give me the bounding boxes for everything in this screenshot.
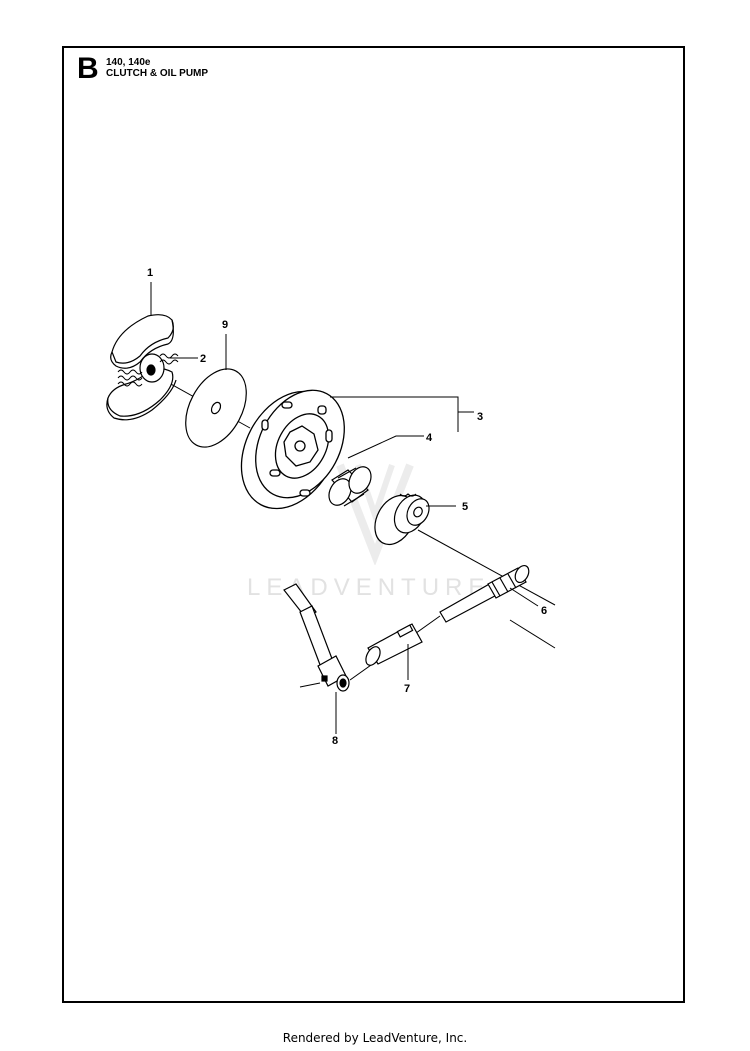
diagram-title: CLUTCH & OIL PUMP bbox=[106, 68, 209, 79]
washer-icon bbox=[185, 368, 247, 448]
callout-5: 5 bbox=[462, 501, 468, 513]
callout-9: 9 bbox=[222, 319, 228, 331]
watermark-text: LEADVENTURE bbox=[247, 574, 491, 601]
spring-icon bbox=[117, 353, 179, 387]
callout-7: 7 bbox=[404, 683, 410, 695]
clutch-shoe-icon bbox=[106, 314, 177, 421]
callout-4: 4 bbox=[426, 432, 433, 444]
callout-2: 2 bbox=[200, 353, 206, 365]
callout-8: 8 bbox=[332, 735, 338, 747]
oil-pump-drive-icon bbox=[374, 493, 430, 546]
adjuster-lever-icon bbox=[283, 583, 350, 692]
needle-bearing-icon bbox=[328, 466, 372, 507]
diagram-frame bbox=[62, 46, 685, 1003]
callout-1: 1 bbox=[147, 267, 153, 279]
callout-6: 6 bbox=[541, 605, 547, 617]
section-letter: B bbox=[77, 52, 99, 85]
leader-lines bbox=[150, 282, 539, 734]
pump-shaft-icon bbox=[439, 564, 530, 623]
plunger-icon bbox=[365, 623, 423, 666]
clutch-drum-icon bbox=[240, 389, 345, 510]
callout-3: 3 bbox=[477, 411, 483, 423]
footer-credit: Rendered by LeadVenture, Inc. bbox=[282, 1031, 468, 1045]
model-numbers: 140, 140e bbox=[106, 57, 151, 68]
